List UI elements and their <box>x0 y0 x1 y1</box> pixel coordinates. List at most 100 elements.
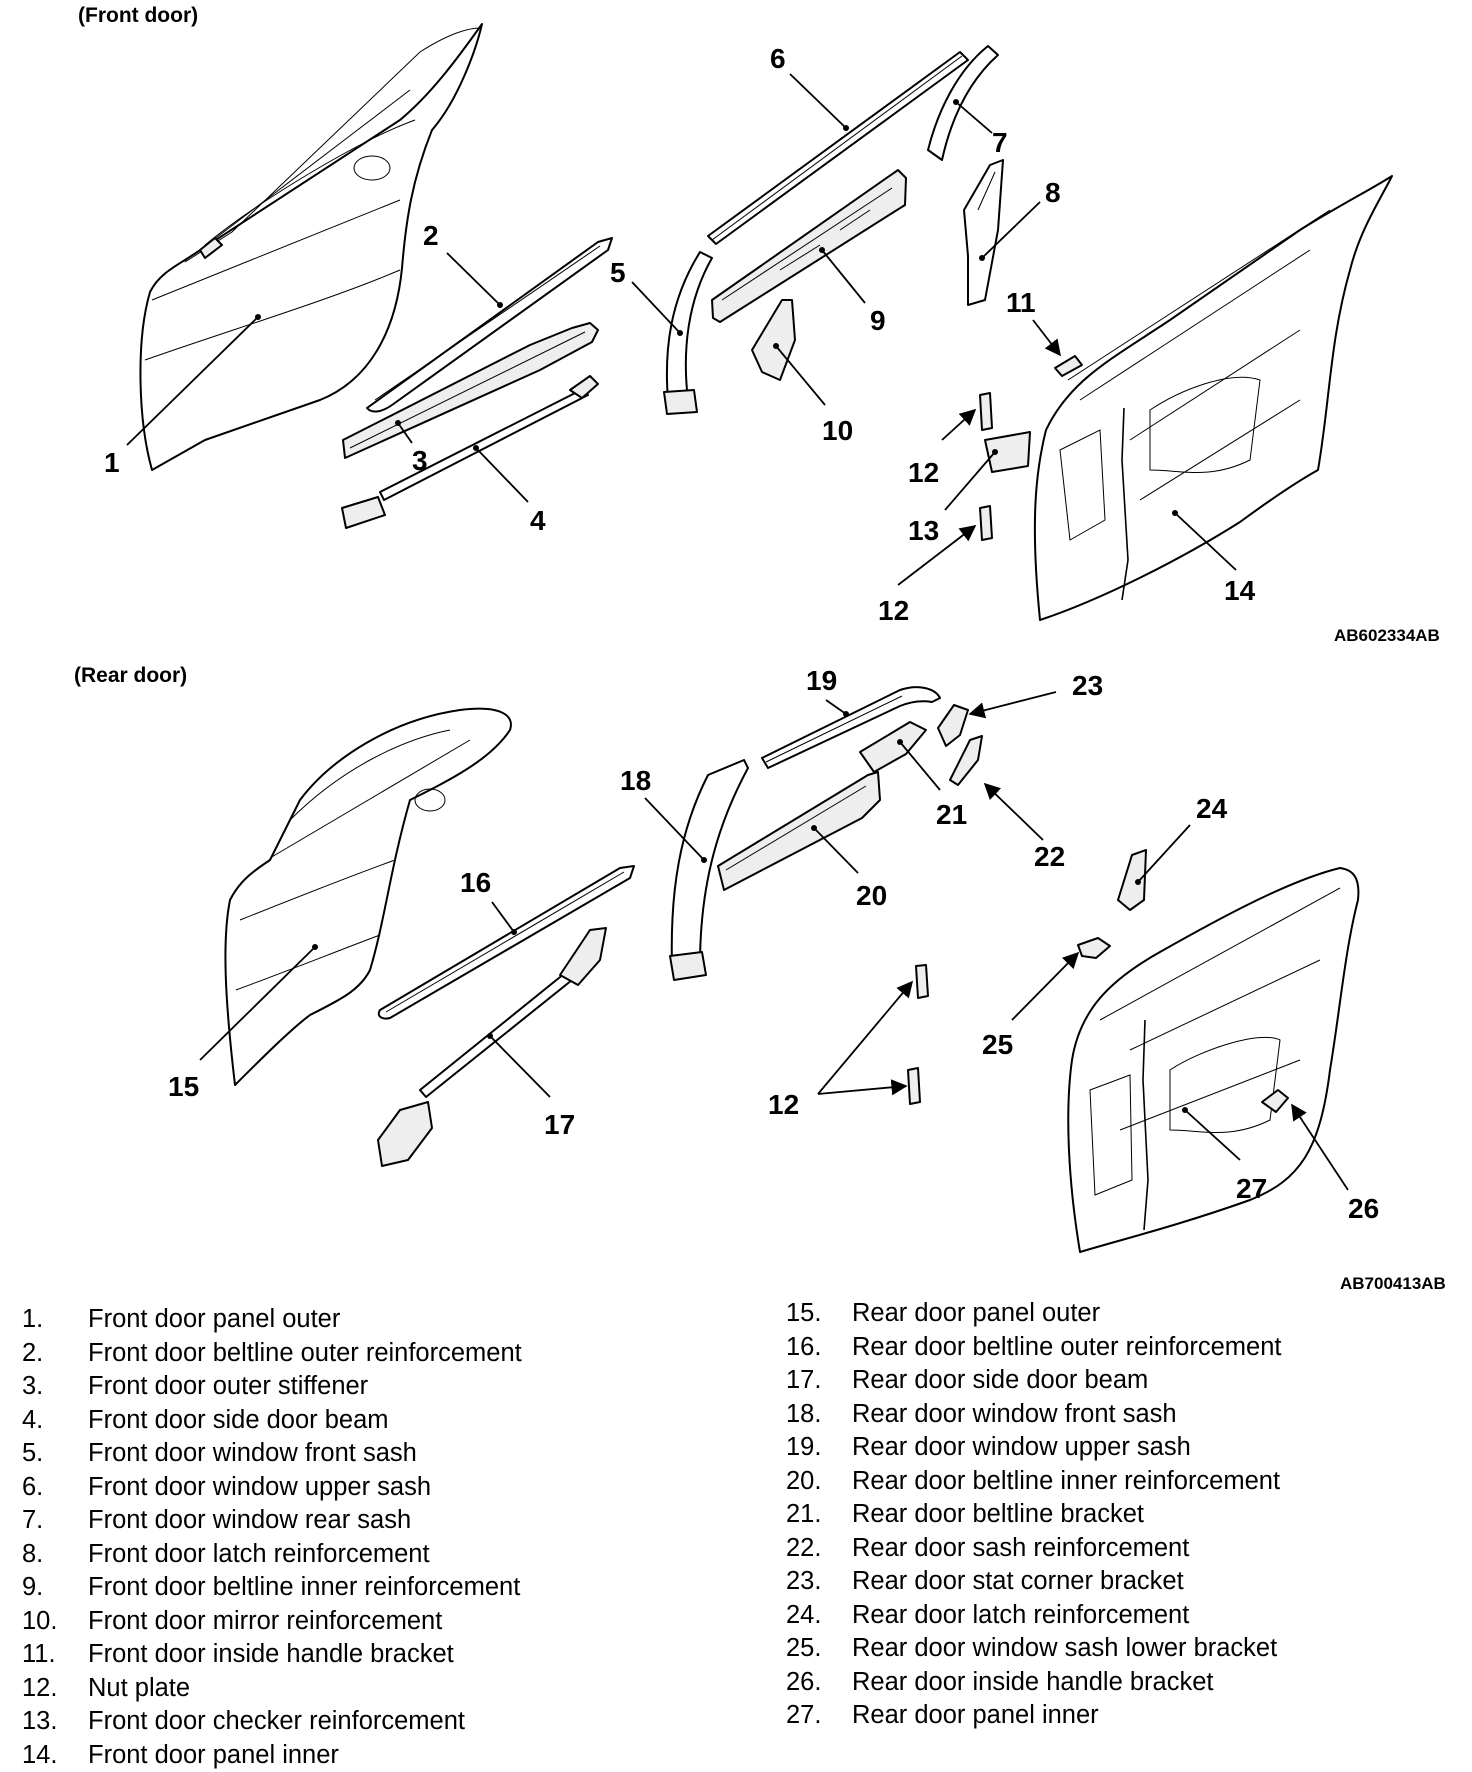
legend-item-label: Front door mirror reinforcement <box>88 1605 442 1639</box>
leader-6 <box>790 74 846 128</box>
legend-item: 14.Front door panel inner <box>22 1739 522 1772</box>
legend-item-label: Front door window upper sash <box>88 1471 431 1505</box>
front-door-panel-inner-part <box>1035 176 1392 620</box>
legend-item: 27.Rear door panel inner <box>786 1699 1281 1733</box>
leader-12c-upper <box>818 982 912 1094</box>
front-figure-code: AB602334AB <box>1334 626 1440 646</box>
legend-item: 12.Nut plate <box>22 1672 522 1706</box>
legend-item-number: 24. <box>786 1599 852 1633</box>
callout-10: 10 <box>822 415 853 446</box>
legend-item-label: Front door inside handle bracket <box>88 1638 454 1672</box>
rear-nut-plate-upper-part <box>916 965 928 998</box>
leader-4 <box>476 448 528 502</box>
callout-18: 18 <box>620 765 651 796</box>
callout-23: 23 <box>1072 670 1103 701</box>
rear-latch-reinforcement-part <box>1118 850 1146 910</box>
callout-15: 15 <box>168 1071 199 1102</box>
callout-8: 8 <box>1045 177 1061 208</box>
legend-item: 17.Rear door side door beam <box>786 1364 1281 1398</box>
callout-14: 14 <box>1224 575 1256 606</box>
legend-item: 4.Front door side door beam <box>22 1404 522 1438</box>
legend-item-label: Rear door latch reinforcement <box>852 1599 1189 1633</box>
legend-item: 11.Front door inside handle bracket <box>22 1638 522 1672</box>
legend-item-number: 7. <box>22 1504 88 1538</box>
legend-item: 7.Front door window rear sash <box>22 1504 522 1538</box>
legend-item-number: 20. <box>786 1465 852 1499</box>
rear-nut-plate-lower-part <box>908 1068 920 1104</box>
legend-item-number: 16. <box>786 1331 852 1365</box>
legend-item-number: 23. <box>786 1565 852 1599</box>
legend-item-label: Rear door panel inner <box>852 1699 1099 1733</box>
callout-12a: 12 <box>908 457 939 488</box>
legend-item-label: Rear door beltline outer reinforcement <box>852 1331 1281 1365</box>
callout-25: 25 <box>982 1029 1013 1060</box>
leader-16 <box>492 902 514 932</box>
callout-2: 2 <box>423 220 439 251</box>
legend-item-label: Front door latch reinforcement <box>88 1538 430 1572</box>
legend-item: 24.Rear door latch reinforcement <box>786 1599 1281 1633</box>
rear-door-panel-inner-part <box>1068 868 1358 1252</box>
legend-item-number: 26. <box>786 1666 852 1700</box>
legend-item-number: 25. <box>786 1632 852 1666</box>
leader-13 <box>945 452 995 510</box>
leader-12a <box>942 410 975 440</box>
legend-item-number: 17. <box>786 1364 852 1398</box>
front-mirror-reinforcement-part <box>752 300 795 380</box>
parts-illustration: 1 2 3 4 5 6 7 8 9 10 11 12 13 12 14 15 1… <box>0 0 1472 1260</box>
leader-23 <box>970 692 1056 714</box>
legend-item-label: Rear door stat corner bracket <box>852 1565 1184 1599</box>
legend-item: 21.Rear door beltline bracket <box>786 1498 1281 1532</box>
callout-12b: 12 <box>878 595 909 626</box>
callout-12c: 12 <box>768 1089 799 1120</box>
legend-item-number: 21. <box>786 1498 852 1532</box>
leader-20 <box>814 828 858 873</box>
leader-2 <box>447 253 500 305</box>
front-beltline-inner-reinforcement-part <box>712 170 906 322</box>
legend-item: 8.Front door latch reinforcement <box>22 1538 522 1572</box>
legend-item: 23.Rear door stat corner bracket <box>786 1565 1281 1599</box>
legend-item: 22.Rear door sash reinforcement <box>786 1532 1281 1566</box>
rear-window-sash-lower-bracket-part <box>1078 938 1110 958</box>
rear-stat-corner-bracket-part <box>938 705 968 746</box>
legend-item-label: Rear door sash reinforcement <box>852 1532 1189 1566</box>
legend-item-label: Front door side door beam <box>88 1404 389 1438</box>
leader-19 <box>826 700 846 714</box>
legend-item-number: 3. <box>22 1370 88 1404</box>
legend-item-number: 19. <box>786 1431 852 1465</box>
legend-item-label: Rear door beltline bracket <box>852 1498 1144 1532</box>
legend-item-number: 10. <box>22 1605 88 1639</box>
legend-item-number: 4. <box>22 1404 88 1438</box>
leader-9 <box>822 250 865 303</box>
front-nut-plate-upper-part <box>980 393 992 430</box>
legend-item-label: Rear door panel outer <box>852 1297 1100 1331</box>
exploded-diagram: 1 2 3 4 5 6 7 8 9 10 11 12 13 12 14 15 1… <box>0 0 1472 1260</box>
legend-item-number: 27. <box>786 1699 852 1733</box>
legend-item-number: 13. <box>22 1705 88 1739</box>
legend-item-label: Front door window front sash <box>88 1437 417 1471</box>
legend-item-label: Rear door inside handle bracket <box>852 1666 1213 1700</box>
legend-item-number: 2. <box>22 1337 88 1371</box>
legend-item-label: Rear door window front sash <box>852 1398 1177 1432</box>
callout-11: 11 <box>1006 287 1036 318</box>
callout-1: 1 <box>104 447 120 478</box>
legend-item-number: 15. <box>786 1297 852 1331</box>
legend-item: 26.Rear door inside handle bracket <box>786 1666 1281 1700</box>
leader-10 <box>776 346 825 405</box>
callout-16: 16 <box>460 867 491 898</box>
callout-7: 7 <box>992 127 1008 158</box>
legend-item-label: Rear door window sash lower bracket <box>852 1632 1277 1666</box>
callout-5: 5 <box>610 257 626 288</box>
legend-item-number: 6. <box>22 1471 88 1505</box>
callout-9: 9 <box>870 305 886 336</box>
legend-item-number: 18. <box>786 1398 852 1432</box>
legend-item: 3.Front door outer stiffener <box>22 1370 522 1404</box>
legend-item-number: 8. <box>22 1538 88 1572</box>
legend-item-number: 5. <box>22 1437 88 1471</box>
callout-27: 27 <box>1236 1173 1267 1204</box>
rear-figure-code: AB700413AB <box>1340 1274 1446 1294</box>
legend-item: 19.Rear door window upper sash <box>786 1431 1281 1465</box>
rear-beltline-bracket-part <box>860 722 926 772</box>
legend-item: 6.Front door window upper sash <box>22 1471 522 1505</box>
legend-item: 25.Rear door window sash lower bracket <box>786 1632 1281 1666</box>
leader-21 <box>900 742 940 790</box>
